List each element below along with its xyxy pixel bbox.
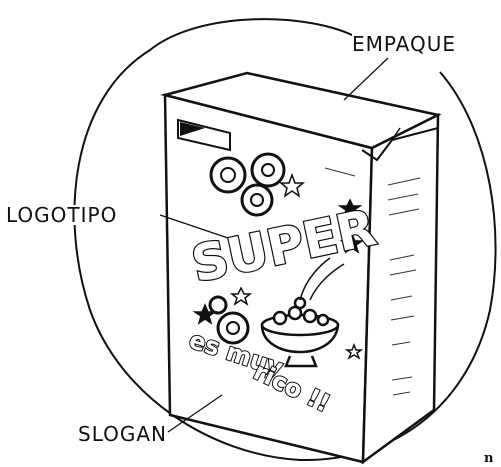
leader-lines xyxy=(159,57,389,433)
label-empaque: EMPAQUE xyxy=(352,32,457,56)
empaque-leader xyxy=(343,57,389,101)
box-side-face xyxy=(361,112,440,465)
cereal-bowl-illustration xyxy=(260,257,345,368)
side-panel-text-lines xyxy=(324,167,421,396)
label-slogan: SLOGAN xyxy=(78,422,168,446)
star-decorations xyxy=(192,172,365,360)
logotipo-leader xyxy=(159,214,229,239)
slogan-leader xyxy=(167,394,223,433)
cereal-ring-illustrations xyxy=(208,152,286,345)
label-logotipo: LOGOTIPO xyxy=(6,203,118,227)
box-flap xyxy=(361,127,439,162)
corner-text-fragment: n xyxy=(484,451,494,466)
